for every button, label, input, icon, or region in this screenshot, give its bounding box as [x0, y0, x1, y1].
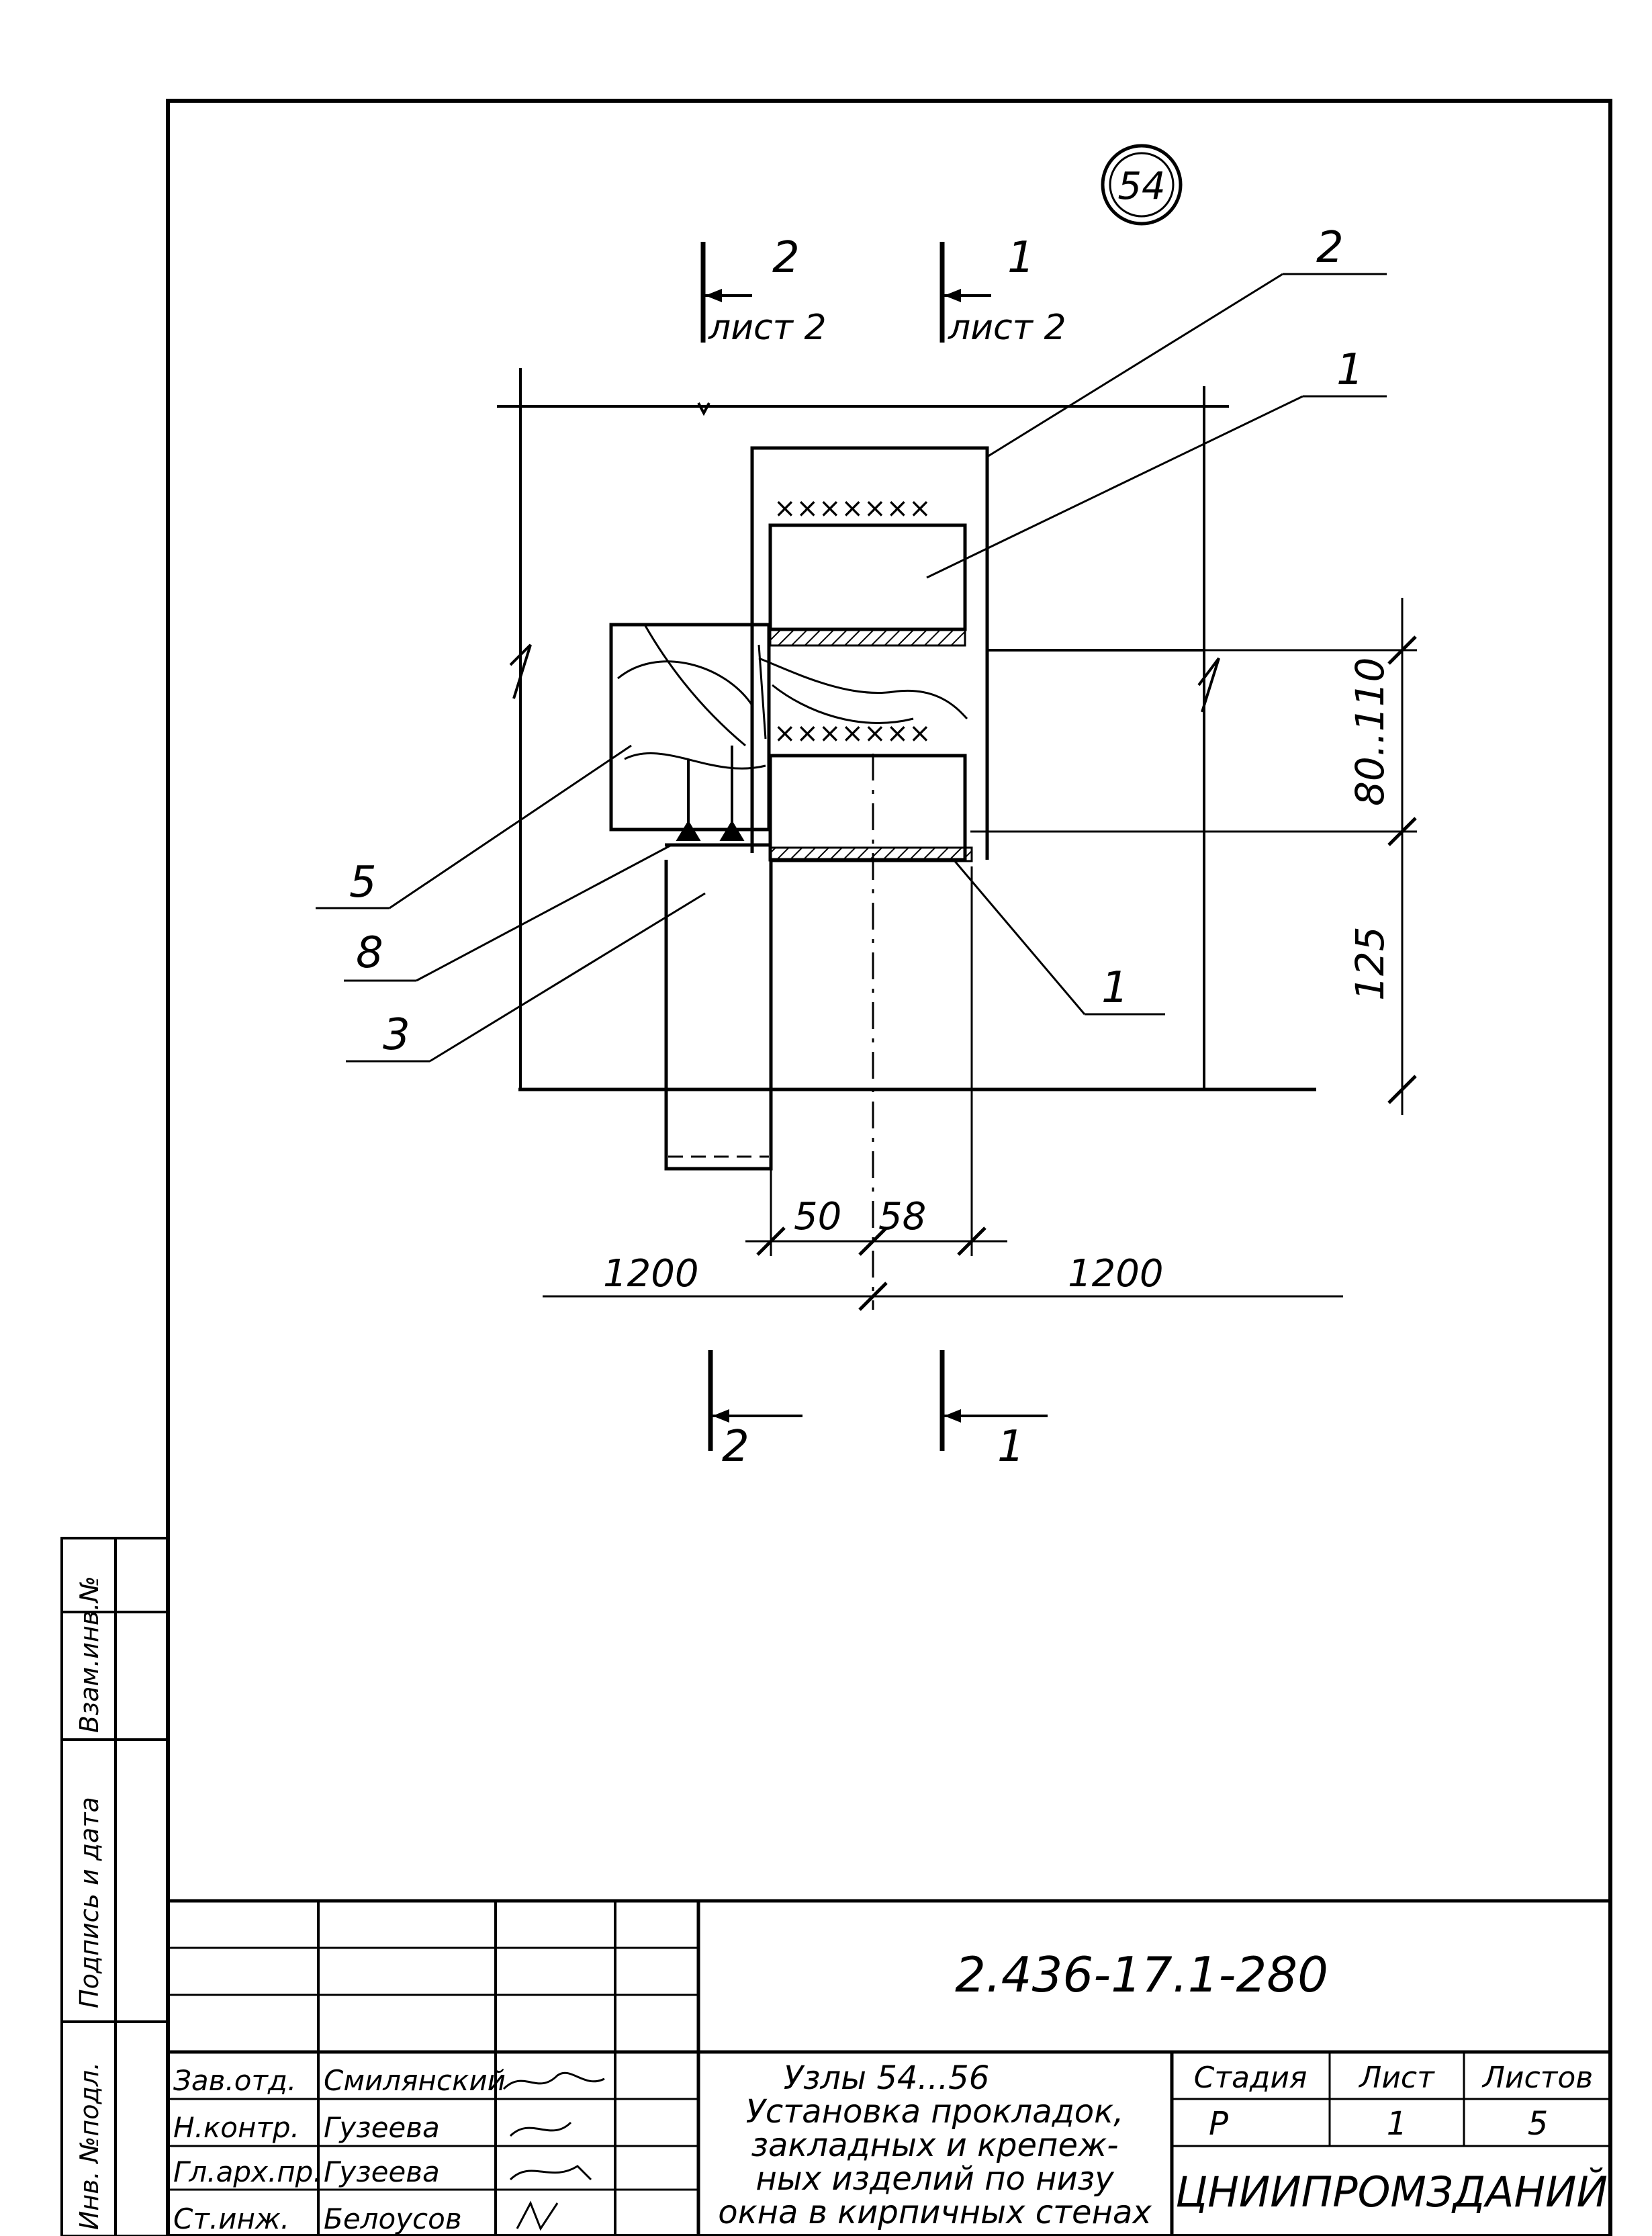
- section-mark-2-bottom: 2: [708, 1350, 802, 1472]
- title-line-1: Узлы 54...56: [784, 2059, 990, 2097]
- title-line-2: Установка прокладок,: [746, 2093, 1124, 2131]
- signatures: [502, 2071, 605, 2231]
- section-sheet-ref: лист 2: [708, 308, 827, 348]
- leader-8: [344, 844, 672, 982]
- section-number: 1: [1007, 233, 1035, 283]
- document-code: 2.436-17.1-280: [955, 1947, 1328, 2003]
- title-line-4: ных изделий по низу: [755, 2160, 1114, 2198]
- dimension-125: 125: [1347, 926, 1393, 1001]
- title-line-3: закладных и крепеж-: [751, 2127, 1118, 2164]
- horizontal-dimension-small: [745, 866, 1007, 1256]
- leader-1-top: [926, 395, 1387, 579]
- leader-5: [316, 744, 632, 909]
- staff-name-1: Смилянский: [324, 2064, 506, 2097]
- staff-role-4: Ст.инж.: [173, 2202, 289, 2235]
- staff-role-3: Гл.арх.пр.: [173, 2155, 322, 2188]
- svg-text:×××××××: ×××××××: [774, 493, 931, 524]
- node-number-text: 54: [1117, 165, 1165, 208]
- wooden-plug: [609, 623, 968, 832]
- section-number: 2: [722, 1422, 749, 1472]
- vertical-dimension-chain: [970, 598, 1417, 1115]
- dimension-80-110: 80..110: [1347, 658, 1393, 806]
- staff-name-3: Гузеева: [324, 2155, 440, 2188]
- dimension-50: 50: [794, 1195, 841, 1239]
- title-block-grid: [168, 1899, 1610, 2236]
- anchor-nails: [676, 746, 745, 841]
- section-number: 1: [997, 1422, 1025, 1472]
- sheet-label: Лист: [1358, 2061, 1435, 2095]
- gasket-strip-upper: [769, 628, 966, 647]
- horizontal-dimension-big: [543, 1282, 1343, 1311]
- stage-label: Стадия: [1194, 2061, 1307, 2095]
- leader-1-bottom: [952, 859, 1165, 1016]
- side-stamp-replaced-inv: Взам.инв.№: [75, 1576, 104, 1733]
- wall-outline: [497, 368, 1316, 1091]
- title-line-5: окна в кирпичных стенах: [718, 2194, 1152, 2231]
- leader-label-2: 2: [1316, 223, 1344, 273]
- embedded-element-3: [664, 860, 773, 1171]
- sheet-value: 1: [1387, 2105, 1408, 2143]
- staff-role-2: Н.контр.: [173, 2111, 300, 2144]
- sealant-crosses: ××××××× ×××××××: [774, 493, 931, 749]
- section-mark-1-bottom: 1: [939, 1350, 1048, 1472]
- dimension-1200-left: 1200: [603, 1252, 699, 1296]
- staff-role-1: Зав.отд.: [173, 2064, 296, 2097]
- svg-text:×××××××: ×××××××: [774, 718, 931, 749]
- leader-3: [346, 892, 706, 1063]
- leader-label-1-bottom: 1: [1101, 963, 1129, 1013]
- side-stamp: [60, 1537, 169, 2236]
- leader-label-5: 5: [349, 858, 377, 907]
- drawing-frame: [166, 99, 1612, 2236]
- dimension-1200-right: 1200: [1068, 1252, 1164, 1296]
- organization-name: ЦНИИПРОМЗДАНИЙ: [1175, 2167, 1608, 2217]
- section-mark-1-top: 1 лист 2: [939, 233, 1066, 348]
- section-number: 2: [772, 233, 800, 283]
- side-stamp-inv-no: Инв. №подл.: [75, 2062, 104, 2230]
- stage-value: Р: [1209, 2105, 1228, 2143]
- leader-label-1-top: 1: [1336, 345, 1364, 395]
- leader-2: [986, 273, 1387, 458]
- side-stamp-signature-date: Подпись и дата: [75, 1797, 104, 2008]
- sheets-value: 5: [1528, 2105, 1549, 2143]
- staff-name-2: Гузеева: [324, 2111, 440, 2144]
- section-sheet-ref: лист 2: [948, 308, 1066, 348]
- node-number-marker: 54: [1101, 144, 1183, 226]
- leader-label-8: 8: [356, 928, 383, 978]
- dimension-58: 58: [878, 1195, 926, 1239]
- sheets-label: Листов: [1481, 2061, 1593, 2095]
- staff-name-4: Белоусов: [324, 2202, 462, 2235]
- leader-label-3: 3: [383, 1010, 410, 1060]
- gasket-strip-lower: [769, 846, 973, 862]
- section-mark-2-top: 2 лист 2: [700, 233, 827, 348]
